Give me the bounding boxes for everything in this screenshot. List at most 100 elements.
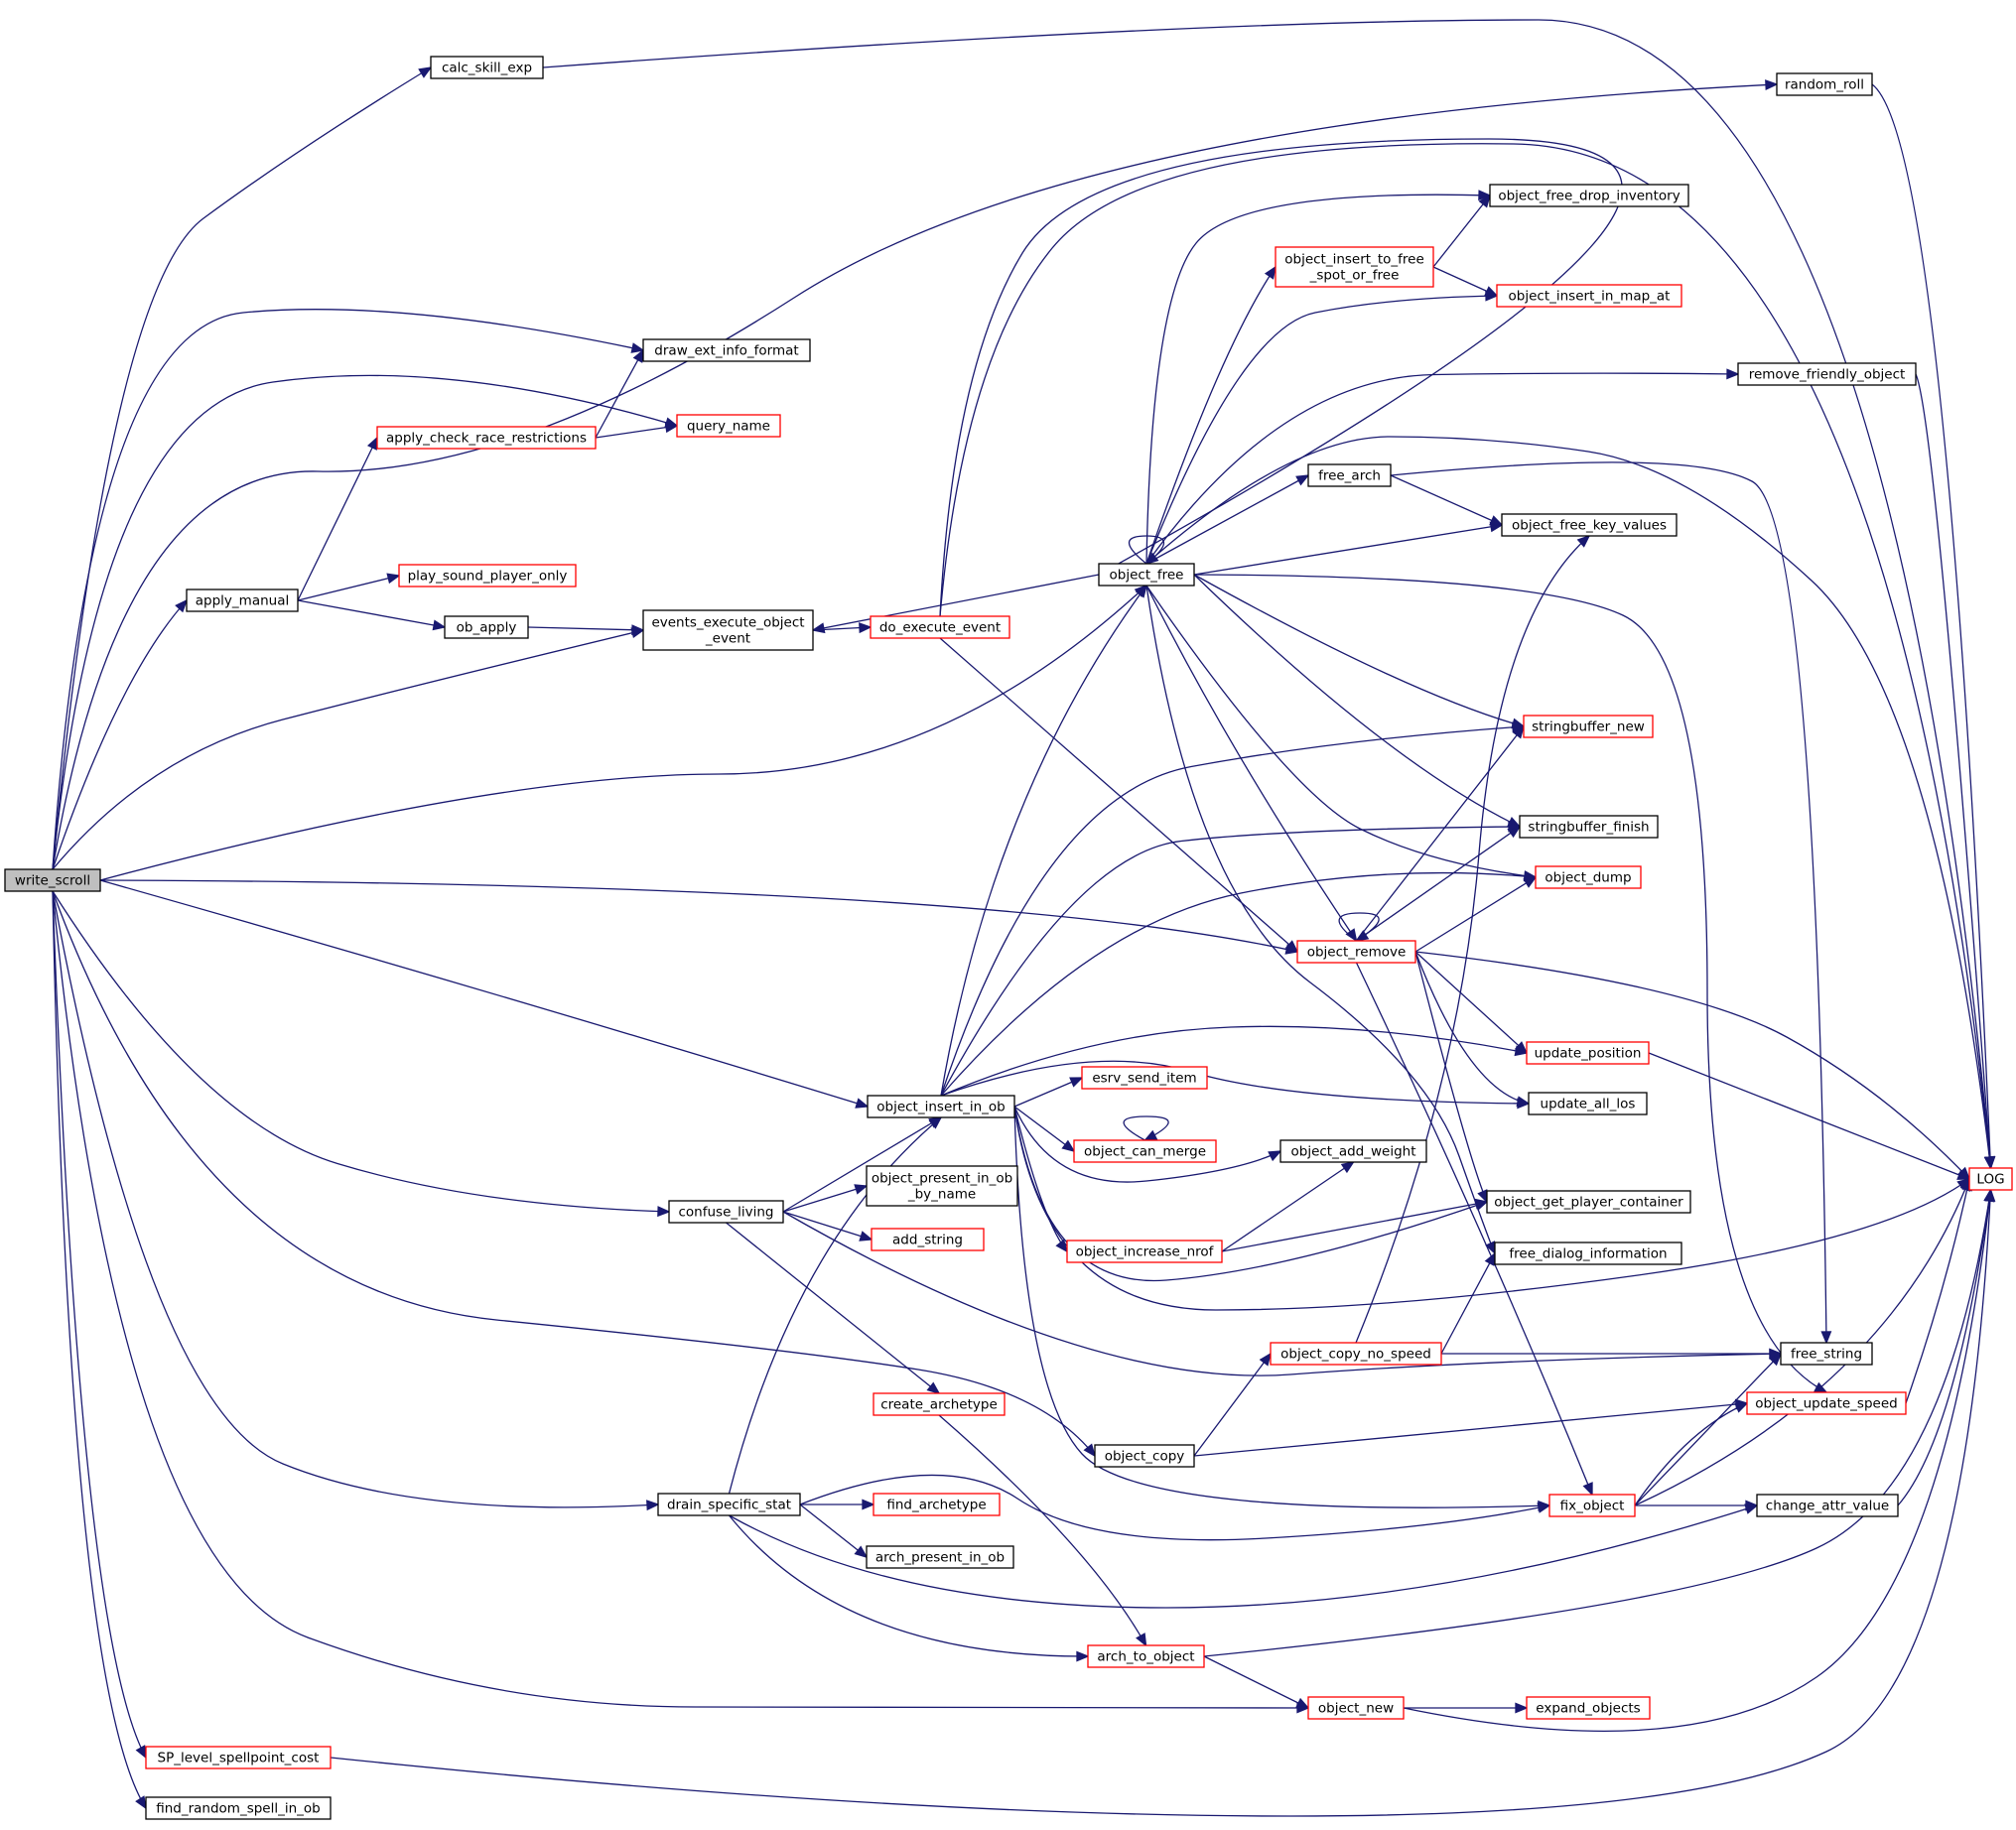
edge-line xyxy=(1915,373,1992,1169)
node-free-dialog-information[interactable]: free_dialog_information xyxy=(1494,1242,1682,1265)
node-calc-skill-exp[interactable]: calc_skill_exp xyxy=(430,56,544,79)
edge-object_increase_nrof-to-object_get_player_container xyxy=(1221,1198,1489,1252)
arrowhead-icon xyxy=(1984,1155,1996,1170)
node-free-arch[interactable]: free_arch xyxy=(1307,463,1392,487)
node-apply-check-race-restrictions[interactable]: apply_check_race_restrictions xyxy=(376,426,597,450)
edge-line xyxy=(799,1503,868,1558)
node-query-name[interactable]: query_name xyxy=(676,414,781,438)
node-create-archetype[interactable]: create_archetype xyxy=(873,1392,1006,1416)
node-arch-to-object[interactable]: arch_to_object xyxy=(1087,1644,1205,1668)
node-free-string[interactable]: free_string xyxy=(1780,1342,1873,1366)
arrowhead-icon xyxy=(1768,1352,1783,1367)
edge-line xyxy=(1403,1189,1992,1732)
node-object-can-merge[interactable]: object_can_merge xyxy=(1073,1139,1217,1163)
node-add-string[interactable]: add_string xyxy=(871,1228,985,1251)
node-ob-apply[interactable]: ob_apply xyxy=(444,615,529,639)
edge-arch_to_object-to-object_new xyxy=(1203,1655,1310,1709)
node-label: do_execute_event xyxy=(879,620,1001,636)
node-update-position[interactable]: update_position xyxy=(1526,1041,1650,1065)
edge-object_free-to-object_free_key_values xyxy=(1193,521,1504,576)
edge-line xyxy=(1634,1353,1782,1506)
edge-object_free-to-remove_friendly_object xyxy=(1145,368,1740,565)
node-find-archetype[interactable]: find_archetype xyxy=(873,1493,1001,1516)
edge-object_remove-to-update_all_los xyxy=(1414,951,1531,1108)
edge-SP_level_spellpoint_cost-to-LOG xyxy=(330,1188,1996,1817)
node-SP-level-spellpoint-cost[interactable]: SP_level_spellpoint_cost xyxy=(145,1746,332,1769)
node-label: LOG xyxy=(1976,1172,2004,1188)
node-do-execute-event[interactable]: do_execute_event xyxy=(870,615,1010,639)
node-box xyxy=(642,609,814,651)
arrowhead-icon xyxy=(1264,265,1277,280)
node-object-insert-in-map-at[interactable]: object_insert_in_map_at xyxy=(1496,284,1682,308)
node-box xyxy=(1519,815,1659,839)
node-object-free-drop-inventory[interactable]: object_free_drop_inventory xyxy=(1489,184,1689,207)
edge-line xyxy=(1145,585,1496,1254)
edge-line xyxy=(812,574,1100,631)
node-fix-object[interactable]: fix_object xyxy=(1548,1494,1636,1517)
arrowhead-icon xyxy=(1514,1045,1529,1057)
node-box xyxy=(873,1392,1006,1416)
node-label: write_scroll xyxy=(15,873,90,889)
node-random-roll[interactable]: random_roll xyxy=(1776,72,1873,96)
edge-line xyxy=(1145,266,1277,565)
node-object-present-in-ob-by-name[interactable]: object_present_in_ob_by_name xyxy=(866,1165,1018,1207)
node-find-random-spell-in-ob[interactable]: find_random_spell_in_ob xyxy=(145,1796,332,1820)
node-object-insert-to-free-spot-or-free[interactable]: object_insert_to_free_spot_or_free xyxy=(1275,246,1434,288)
node-box xyxy=(1496,284,1682,308)
node-object-add-weight[interactable]: object_add_weight xyxy=(1279,1139,1427,1163)
node-object-update-speed[interactable]: object_update_speed xyxy=(1746,1391,1907,1415)
arrowhead-icon xyxy=(1984,1188,1996,1202)
edge-write_scroll-to-find_random_spell_in_ob xyxy=(52,890,147,1810)
edge-line xyxy=(728,1116,942,1495)
node-label: update_position xyxy=(1535,1046,1642,1062)
node-drain-specific-stat[interactable]: drain_specific_stat xyxy=(657,1493,801,1516)
node-label: free_string xyxy=(1791,1347,1862,1363)
edge-object_free-to-object_insert_in_map_at xyxy=(1145,290,1499,565)
node-object-new[interactable]: object_new xyxy=(1307,1696,1405,1720)
edge-line xyxy=(1193,1402,1748,1457)
node-stringbuffer-finish[interactable]: stringbuffer_finish xyxy=(1519,815,1659,839)
arrowhead-icon xyxy=(1537,1503,1551,1513)
edge-free_arch-to-object_free_key_values xyxy=(1390,474,1504,526)
node-draw-ext-info-format[interactable]: draw_ext_info_format xyxy=(642,338,811,362)
node-remove-friendly-object[interactable]: remove_friendly_object xyxy=(1737,362,1917,386)
node-label: object_add_weight xyxy=(1290,1144,1415,1160)
node-stringbuffer-new[interactable]: stringbuffer_new xyxy=(1523,715,1654,738)
node-esrv-send-item[interactable]: esrv_send_item xyxy=(1081,1066,1208,1090)
arrowhead-icon xyxy=(1083,1443,1097,1458)
node-LOG[interactable]: LOG xyxy=(1968,1167,2013,1191)
edge-line xyxy=(52,629,644,870)
node-expand-objects[interactable]: expand_objects xyxy=(1526,1696,1651,1720)
edge-line xyxy=(52,890,670,1213)
edge-line xyxy=(782,1116,942,1213)
edge-object_insert_in_ob-to-object_free xyxy=(940,584,1148,1097)
node-play-sound-player-only[interactable]: play_sound_player_only xyxy=(398,564,577,588)
node-label: object_new xyxy=(1318,1701,1394,1717)
node-change-attr-value[interactable]: change_attr_value xyxy=(1756,1494,1899,1517)
node-object-increase-nrof[interactable]: object_increase_nrof xyxy=(1066,1240,1223,1263)
node-box xyxy=(1535,865,1642,889)
node-object-free-key-values[interactable]: object_free_key_values xyxy=(1501,513,1678,537)
node-confuse-living[interactable]: confuse_living xyxy=(668,1200,784,1224)
node-object-get-player-container[interactable]: object_get_player_container xyxy=(1486,1190,1691,1214)
node-box xyxy=(1296,940,1416,964)
edge-line xyxy=(1013,1106,1281,1183)
node-update-all-los[interactable]: update_all_los xyxy=(1528,1092,1648,1115)
node-box xyxy=(1501,513,1678,537)
node-box xyxy=(145,1746,332,1769)
node-object-remove[interactable]: object_remove xyxy=(1296,940,1416,964)
node-apply-manual[interactable]: apply_manual xyxy=(186,588,299,612)
edge-line xyxy=(52,890,147,1759)
node-object-insert-in-ob[interactable]: object_insert_in_ob xyxy=(867,1095,1015,1118)
node-object-copy-no-speed[interactable]: object_copy_no_speed xyxy=(1270,1342,1442,1366)
node-object-free[interactable]: object_free xyxy=(1098,563,1195,587)
edge-line xyxy=(1193,574,1827,1393)
node-box xyxy=(1548,1494,1636,1517)
node-events-execute-object-event[interactable]: events_execute_object_event xyxy=(642,609,814,651)
node-object-copy[interactable]: object_copy xyxy=(1094,1444,1195,1468)
node-arch-present-in-ob[interactable]: arch_present_in_ob xyxy=(866,1545,1014,1569)
edge-object_insert_in_ob-to-stringbuffer_new xyxy=(940,721,1526,1097)
node-label: query_name xyxy=(687,419,770,435)
arrowhead-icon xyxy=(1284,940,1299,954)
node-object-dump[interactable]: object_dump xyxy=(1535,865,1642,889)
